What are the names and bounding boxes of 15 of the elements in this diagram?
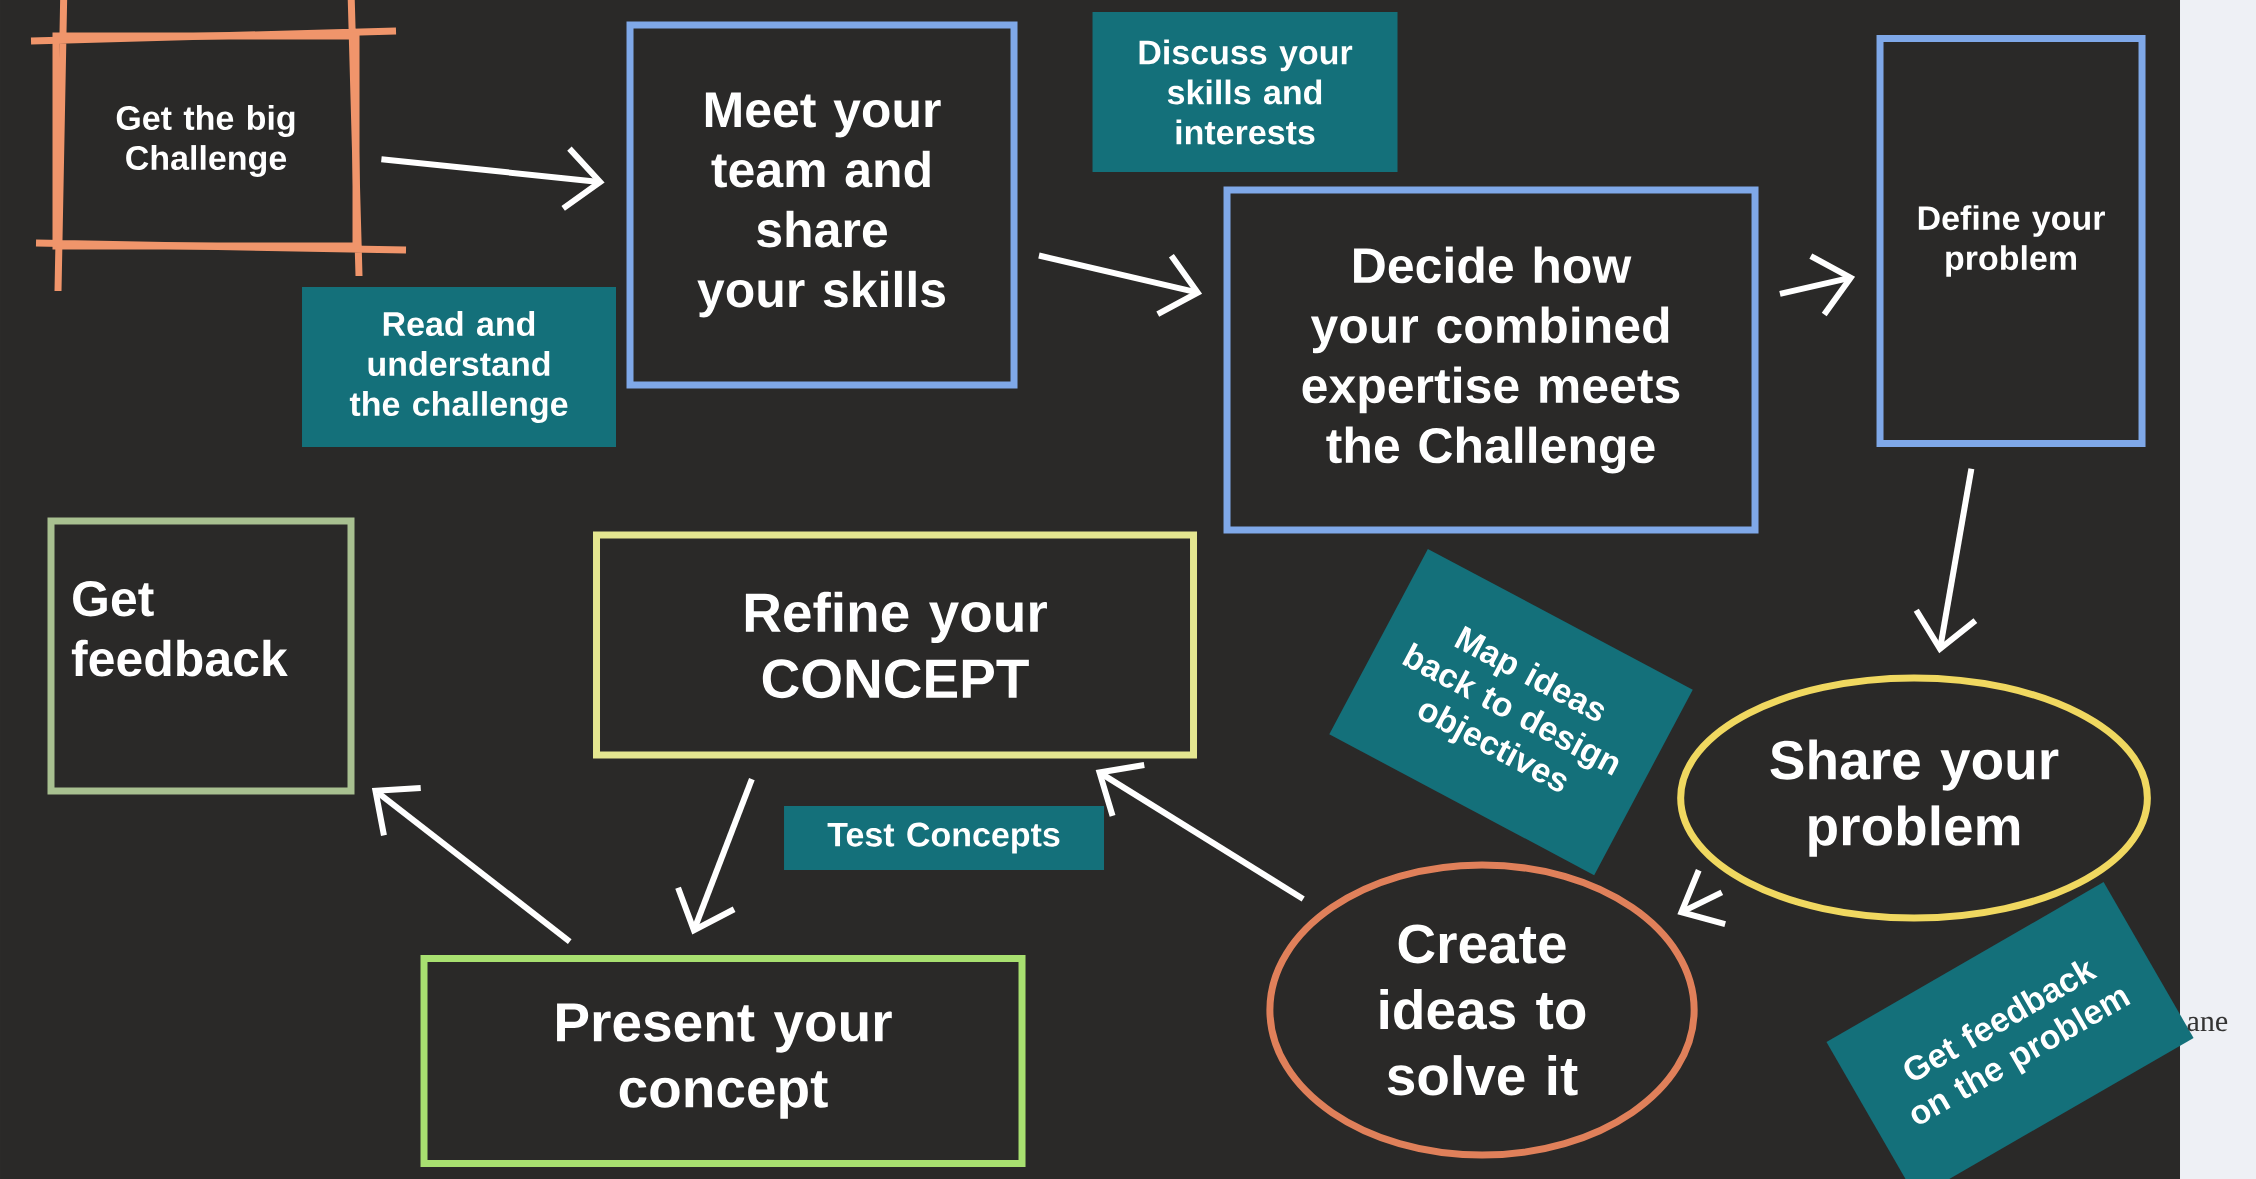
arrow [1913, 468, 1978, 654]
arrow [371, 785, 572, 944]
process-box: Define your problem [1876, 35, 2146, 447]
process-box: Meet your team and share your skills [626, 21, 1018, 389]
process-box: Get feedback [47, 517, 355, 795]
process-box: Refine your CONCEPT [593, 531, 1197, 759]
arrow [1095, 762, 1305, 902]
process-box: Present your concept [420, 955, 1026, 1167]
process-box: Decide how your combined expertise meets the Challenge [1223, 186, 1759, 534]
note-box: Discuss your skills and interests [1092, 12, 1398, 172]
arrow [675, 778, 755, 935]
arrow [381, 146, 605, 211]
note-box: Test Concepts [784, 806, 1104, 870]
note-box: Read and understand the challenge [302, 287, 616, 447]
arrow [1038, 252, 1203, 317]
